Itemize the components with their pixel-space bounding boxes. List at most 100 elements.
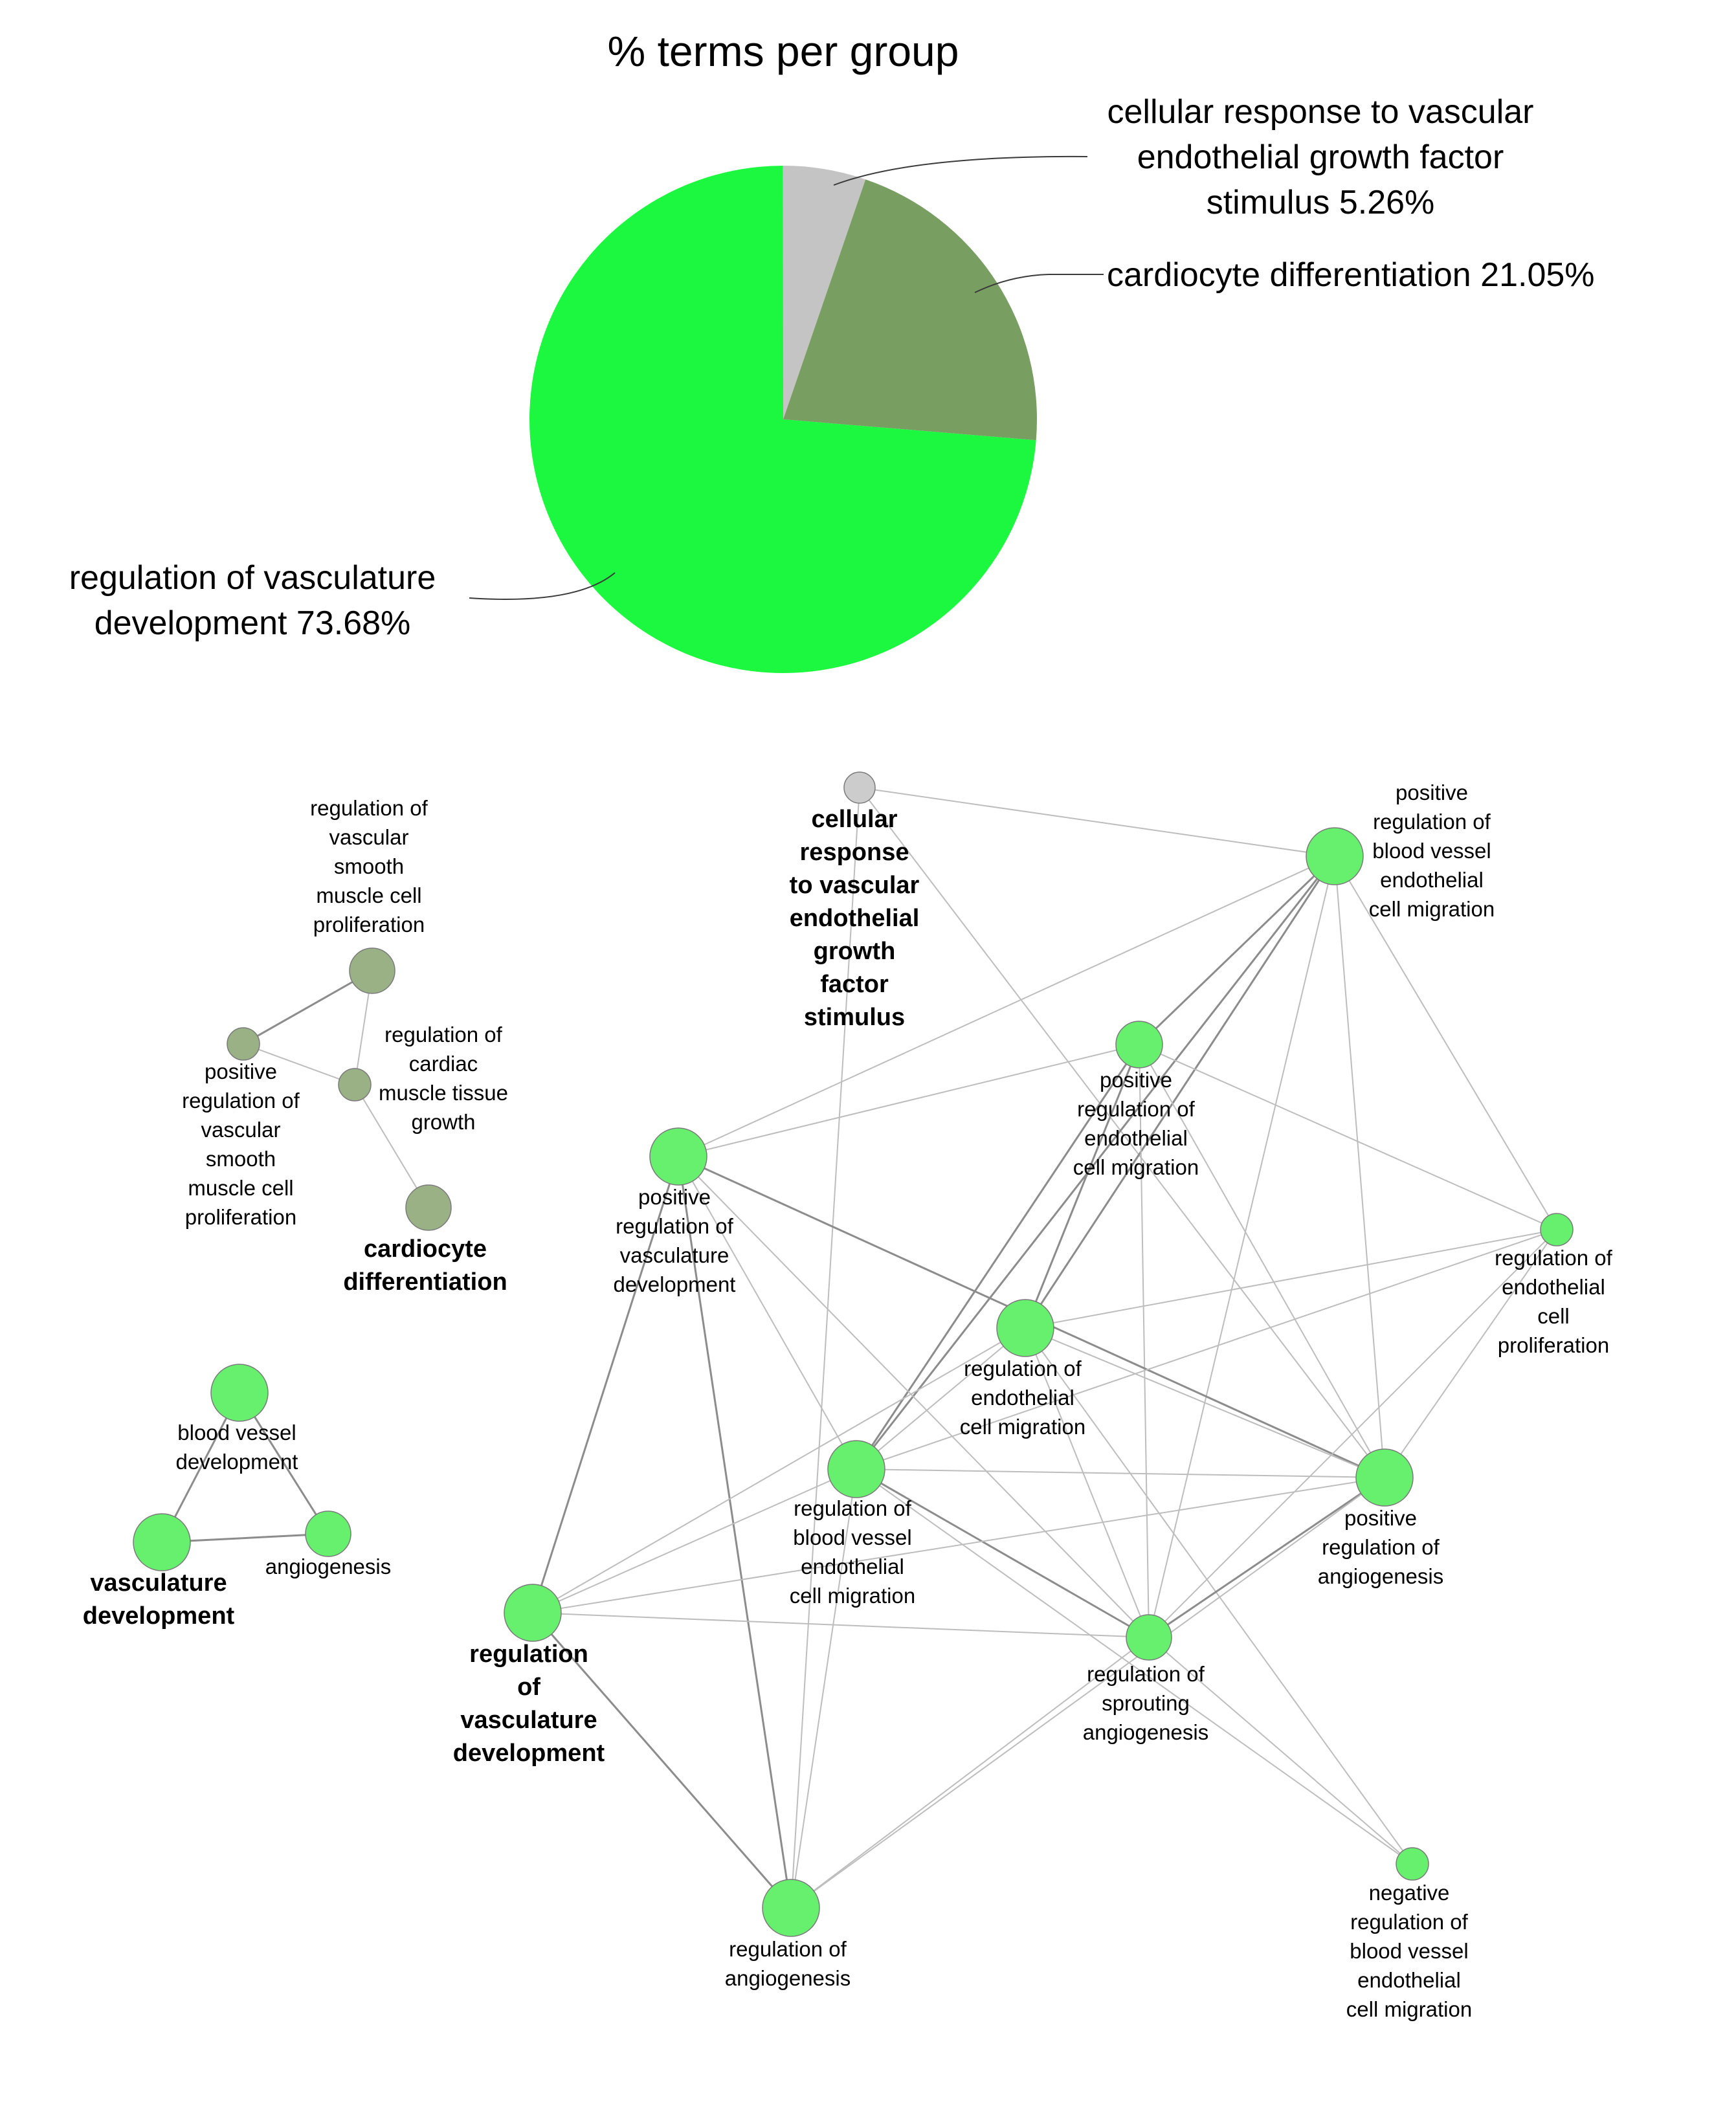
node-label-line: cell migration — [1369, 897, 1495, 921]
node-label-line: vasculature — [90, 1569, 227, 1597]
node-label-line: negative — [1369, 1881, 1450, 1905]
node-bv_dev[interactable] — [210, 1364, 269, 1422]
edge-pos_ec_mig-ec_mig — [1024, 1044, 1141, 1329]
node-cardiocyte_diff[interactable] — [405, 1184, 452, 1231]
edge-ec_mig-pos_angio — [1025, 1327, 1385, 1478]
edge-ec_prolif-sprouting — [1148, 1229, 1557, 1638]
pie-leader-line — [833, 155, 1088, 186]
node-bv_ec_mig[interactable] — [827, 1440, 885, 1498]
node-label-line: sprouting — [1102, 1691, 1190, 1715]
edge-ec_mig-neg_bv_ec_mig — [1025, 1327, 1413, 1865]
edge-bv_ec_mig-sprouting — [856, 1468, 1150, 1639]
node-label-line: muscle tissue — [379, 1081, 508, 1105]
node-label-line: cardiac — [409, 1052, 478, 1076]
network-edges — [161, 787, 1557, 1909]
pie-leader-line — [469, 572, 616, 600]
node-label-line: regulation of — [1077, 1097, 1195, 1121]
edge-ec_mig-bv_ec_mig — [856, 1327, 1026, 1470]
edge-sprouting-reg_angio — [790, 1637, 1150, 1909]
node-label-line: endothelial — [1502, 1275, 1605, 1299]
edge-pos_vasc_dev-bv_ec_mig — [678, 1156, 857, 1470]
node-label-angiogenesis: angiogenesis — [265, 1555, 392, 1578]
node-label-line: cardiocyte — [364, 1235, 487, 1263]
node-ec_mig[interactable] — [996, 1299, 1054, 1357]
node-label-line: growth — [411, 1110, 475, 1134]
node-label-line: vasculature — [620, 1243, 729, 1267]
edge-pos_bv_ec_mig-pos_vasc_dev — [678, 856, 1335, 1157]
edge-ec_mig-vasc_dev_reg — [532, 1327, 1026, 1613]
node-label-line: blood vessel — [177, 1421, 296, 1445]
node-label-line: muscle cell — [316, 883, 421, 907]
edge-ec_mig-sprouting — [1025, 1327, 1150, 1638]
node-pos_angio[interactable] — [1355, 1448, 1414, 1507]
node-vasc_dev_reg[interactable] — [504, 1584, 562, 1642]
node-label-line: proliferation — [185, 1205, 296, 1229]
edge-pos_vasc_dev-sprouting — [678, 1156, 1150, 1638]
node-label-line: development — [453, 1740, 605, 1767]
pie-slice-cardiocyte-differentiation-21-05 — [783, 179, 1037, 441]
node-label-line: regulation of — [1322, 1535, 1440, 1559]
node-vegf[interactable] — [843, 771, 876, 804]
edge-pos_angio-vasc_dev_reg — [532, 1477, 1385, 1613]
node-label-line: cellular — [811, 806, 897, 833]
node-label-line: muscle cell — [188, 1176, 293, 1200]
node-label-line: blood vessel — [1350, 1939, 1468, 1963]
edge-pos_angio-sprouting — [1148, 1476, 1385, 1639]
node-vasculature_dev[interactable] — [133, 1513, 191, 1571]
node-label-line: cell migration — [790, 1584, 915, 1608]
node-label-line: endothelial — [801, 1555, 904, 1578]
edge-pos_ec_mig-sprouting — [1139, 1044, 1150, 1638]
pie-label-line: regulation of vasculature — [69, 559, 436, 597]
pie-label-cardiocyte-differentiation-21-05: cardiocyte differentiation 21.05% — [1107, 256, 1595, 294]
node-neg_bv_ec_mig[interactable] — [1396, 1847, 1429, 1881]
edge-vegf-pos_bv_ec_mig — [859, 787, 1335, 857]
node-label-line: vascular — [201, 1118, 281, 1142]
node-label-line: regulation — [469, 1641, 588, 1668]
edge-bv_ec_mig-reg_angio — [790, 1468, 857, 1909]
node-label-line: blood vessel — [793, 1525, 911, 1549]
node-label-line: endothelial — [1084, 1126, 1188, 1150]
pie-title: % terms per group — [608, 27, 959, 75]
edge-pos_vasc_dev-reg_angio — [677, 1156, 792, 1909]
node-pos_vsmc_prolif[interactable] — [227, 1027, 260, 1061]
node-label-line: angiogenesis — [725, 1966, 851, 1990]
edge-sprouting-neg_bv_ec_mig — [1148, 1637, 1413, 1865]
node-vsmc_prolif[interactable] — [349, 947, 395, 994]
node-label-line: regulation of — [1350, 1910, 1468, 1934]
node-pos_vasc_dev[interactable] — [649, 1127, 707, 1186]
edge-pos_ec_mig-pos_angio — [1139, 1044, 1385, 1478]
edge-vegf-reg_angio — [790, 787, 860, 1909]
node-label-line: regulation of — [964, 1357, 1082, 1380]
node-label-line: positive — [205, 1059, 277, 1083]
edge-cardiac_growth-cardiocyte_diff — [354, 1084, 429, 1208]
node-reg_angio[interactable] — [762, 1879, 820, 1937]
node-label-line: smooth — [334, 854, 404, 878]
node-sprouting[interactable] — [1126, 1614, 1172, 1661]
edge-ec_prolif-bv_ec_mig — [856, 1229, 1557, 1470]
edge-pos_ec_mig-pos_vasc_dev — [678, 1044, 1140, 1157]
node-pos_bv_ec_mig[interactable] — [1306, 827, 1364, 885]
edge-vasc_dev_reg-sprouting — [532, 1612, 1150, 1638]
network-nodes — [133, 771, 1574, 1937]
node-pos_ec_mig[interactable] — [1115, 1021, 1163, 1069]
edge-pos_vasc_dev-vasc_dev_reg — [531, 1156, 680, 1613]
pie-label-line: endothelial growth factor — [1137, 138, 1504, 176]
edge-ec_prolif-pos_angio — [1384, 1229, 1557, 1478]
edge-pos_bv_ec_mig-pos_ec_mig — [1138, 855, 1336, 1046]
node-cardiac_growth[interactable] — [338, 1068, 372, 1102]
node-label-line: regulation of — [1087, 1662, 1205, 1686]
node-ec_prolif[interactable] — [1540, 1213, 1574, 1246]
node-angiogenesis[interactable] — [305, 1511, 351, 1557]
edge-ec_prolif-ec_mig — [1025, 1229, 1557, 1329]
edge-pos_vsmc_prolif-cardiac_growth — [243, 1043, 355, 1085]
